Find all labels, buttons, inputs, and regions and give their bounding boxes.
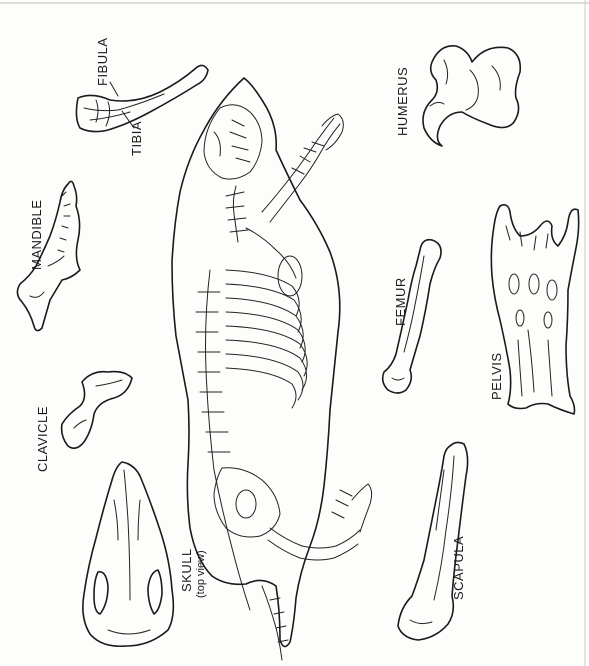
pelvis-bone (491, 205, 578, 414)
label-pelvis: PELVIS (490, 352, 503, 400)
label-humerus: HUMERUS (396, 67, 409, 136)
label-femur: FEMUR (394, 277, 407, 326)
label-skull: SKULL (180, 548, 193, 592)
femur-bone (383, 240, 441, 393)
label-skull-subtitle: (top view) (196, 550, 207, 598)
label-clavicle: CLAVICLE (36, 406, 49, 472)
label-tibia: TIBIA (130, 121, 143, 156)
fibula-leader (110, 82, 118, 96)
mandible-bone (17, 181, 80, 330)
label-scapula: SCAPULA (452, 536, 465, 600)
clavicle-bone (62, 372, 132, 449)
humerus-bone (423, 46, 520, 146)
label-fibula: FIBULA (96, 37, 109, 86)
skull-bone (83, 462, 173, 646)
label-mandible: MANDIBLE (30, 200, 43, 270)
